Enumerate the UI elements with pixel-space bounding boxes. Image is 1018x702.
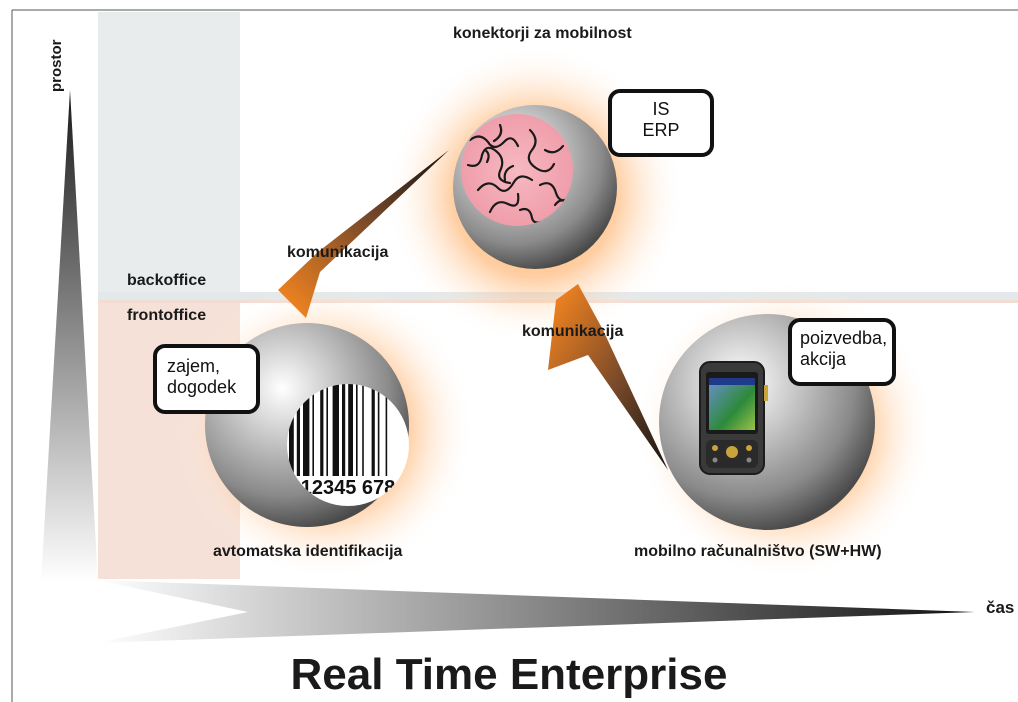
- time-axis-arrow: [96, 580, 975, 643]
- backoffice-column: [98, 12, 240, 292]
- barcode-bar: [362, 384, 364, 476]
- barcode-icon: 12345 678: [287, 384, 409, 506]
- frontoffice-label: frontoffice: [127, 307, 207, 324]
- time-axis-label: čas: [986, 598, 1015, 617]
- barcode-bar: [312, 384, 314, 476]
- barcode-bar: [377, 384, 380, 476]
- auto-id-label: avtomatska identifikacija: [213, 543, 403, 560]
- space-axis-label: prostor: [48, 39, 65, 93]
- page-title: Real Time Enterprise: [290, 650, 728, 699]
- backoffice-label: backoffice: [127, 272, 207, 289]
- handheld-device-icon: [699, 361, 768, 475]
- communication-label-left: komunikacija: [287, 244, 389, 261]
- barcode-bar: [348, 384, 353, 476]
- callout-query-action: poizvedba, akcija: [788, 318, 896, 386]
- barcode-bar: [356, 384, 358, 476]
- space-axis-arrow: [41, 90, 98, 582]
- barcode-bar: [332, 384, 339, 476]
- barcode-bar: [371, 384, 375, 476]
- barcode-bar: [342, 384, 346, 476]
- callout-capture-event-line-2: dogodek: [167, 377, 237, 397]
- callout-is-erp-line-1: IS: [652, 99, 670, 119]
- barcode-digits: 12345 678: [301, 477, 396, 499]
- callout-is-erp: IS ERP: [608, 89, 714, 157]
- callout-query-action-line-2: akcija: [800, 349, 847, 369]
- mobile-label: mobilno računalništvo (SW+HW): [634, 543, 882, 560]
- barcode-bar: [296, 384, 300, 476]
- callout-is-erp-line-2: ERP: [642, 120, 680, 140]
- callout-query-action-line-1: poizvedba,: [800, 328, 888, 348]
- barcode-bar: [326, 384, 328, 476]
- barcode-bar: [303, 384, 310, 476]
- barcode-bar: [289, 384, 294, 476]
- brain-icon: [461, 114, 573, 226]
- communication-label-right: komunikacija: [522, 323, 624, 340]
- barcode-bar: [320, 384, 324, 476]
- barcode-bar: [385, 384, 388, 476]
- connectors-label: konektorji za mobilnost: [453, 25, 632, 42]
- communication-arrow-left: [278, 150, 449, 318]
- callout-capture-event: zajem, dogodek: [153, 344, 260, 414]
- callout-capture-event-line-1: zajem,: [167, 356, 221, 376]
- communication-arrow-right: [548, 284, 668, 470]
